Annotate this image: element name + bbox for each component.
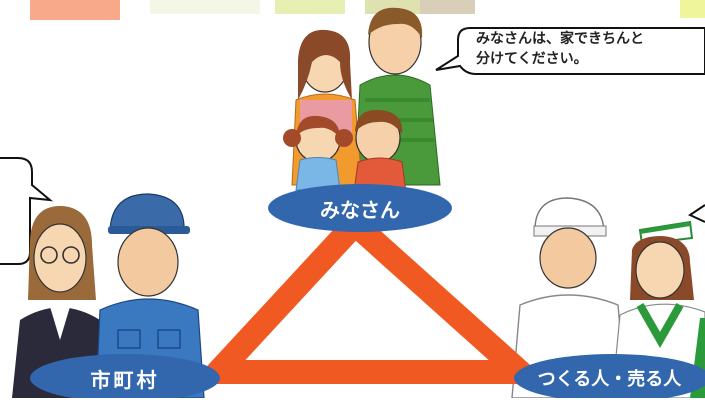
- family-illustration: [283, 7, 441, 193]
- speech-bubble-text: みなさんは、家できちんと 分けてください。: [476, 29, 705, 69]
- speech-line-1: みなさんは、家できちんと: [476, 31, 644, 47]
- right-label: つくる人・売る人: [537, 369, 682, 390]
- speech-bubble-right-tail: [687, 204, 705, 223]
- relationship-triangle: [190, 207, 552, 384]
- right-label-ellipse: [514, 354, 705, 402]
- left-label: 市町村: [90, 367, 160, 392]
- center-label-ellipse: [268, 184, 452, 232]
- speech-bubble-top: [435, 27, 705, 75]
- speech-line-2: 分けてください。: [476, 51, 588, 67]
- top-color-strips: [30, 0, 705, 20]
- center-label: みなさん: [320, 197, 400, 222]
- speech-bubble-left: [0, 157, 54, 265]
- left-label-ellipse: [30, 354, 220, 402]
